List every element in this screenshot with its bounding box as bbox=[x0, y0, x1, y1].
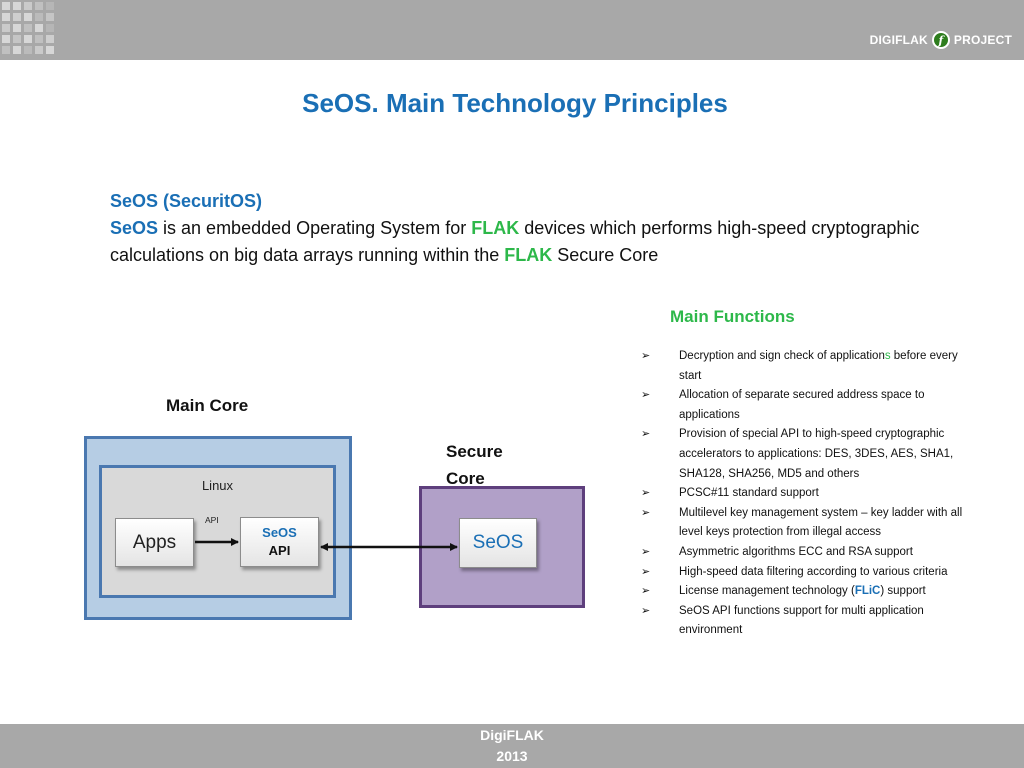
digiflak-logo-icon: f bbox=[931, 31, 950, 49]
apps-node: Apps bbox=[115, 518, 194, 567]
brand-name: DIGIFLAK bbox=[869, 33, 928, 47]
header-bar: DIGIFLAK f PROJECT bbox=[0, 0, 1024, 60]
list-item: ➢Multilevel key management system – key … bbox=[640, 504, 970, 543]
brand-suffix: PROJECT bbox=[953, 33, 1012, 47]
api-label: API bbox=[205, 515, 219, 525]
intro-seos: SeOS bbox=[110, 218, 159, 238]
list-item: ➢License management technology (FLiC) su… bbox=[640, 582, 970, 602]
arrow-bullet-icon: ➢ bbox=[641, 428, 651, 441]
brand-lockup: DIGIFLAK f PROJECT bbox=[870, 31, 1012, 49]
intro-flak: FLAK bbox=[471, 218, 520, 238]
list-item: ➢SeOS API functions support for multi ap… bbox=[640, 602, 970, 641]
linux-label: Linux bbox=[201, 478, 234, 493]
arrow-bullet-icon: ➢ bbox=[641, 604, 651, 617]
seos-label: SeOS bbox=[472, 532, 524, 553]
list-item: ➢Allocation of separate secured address … bbox=[640, 386, 970, 425]
seos-api-node: SeOS API bbox=[240, 517, 319, 567]
list-item: ➢Decryption and sign check of applicatio… bbox=[640, 347, 970, 386]
footer-bar: DigiFLAK 2013 bbox=[0, 724, 1024, 768]
arrow-bullet-icon: ➢ bbox=[641, 585, 651, 598]
logo-squares-decoration bbox=[2, 2, 54, 54]
intro-paragraph: SeOS (SecuritOS) SeOS is an embedded Ope… bbox=[110, 188, 930, 269]
arrow-bullet-icon: ➢ bbox=[641, 487, 651, 500]
arrow-bullet-icon: ➢ bbox=[641, 506, 651, 519]
list-item: ➢PCSC#11 standard support bbox=[640, 484, 970, 504]
intro-text1: is an embedded Operating System for bbox=[158, 218, 472, 238]
list-item: ➢High-speed data filtering according to … bbox=[640, 563, 970, 583]
footer-line1: DigiFLAK bbox=[480, 727, 544, 743]
apps-label: Apps bbox=[132, 531, 177, 553]
list-item: ➢Provision of special API to high-speed … bbox=[640, 425, 970, 484]
seos-node: SeOS bbox=[459, 518, 537, 568]
intro-body: SeOS is an embedded Operating System for… bbox=[110, 215, 930, 269]
main-functions-list: ➢Decryption and sign check of applicatio… bbox=[640, 347, 970, 641]
list-item: ➢Asymmetric algorithms ECC and RSA suppo… bbox=[640, 543, 970, 563]
intro-heading: SeOS (SecuritOS) bbox=[110, 191, 263, 211]
arrow-bullet-icon: ➢ bbox=[641, 350, 651, 362]
seos-api-line2: API bbox=[268, 543, 291, 558]
secure-core-label: Secure Core bbox=[446, 442, 503, 488]
intro-text3: Secure Core bbox=[552, 245, 659, 265]
arrow-bullet-icon: ➢ bbox=[641, 565, 651, 578]
arrow-bullet-icon: ➢ bbox=[641, 389, 651, 402]
main-functions-title: Main Functions bbox=[670, 307, 795, 326]
intro-text2: devices which performs high-speed crypto… bbox=[110, 218, 920, 265]
arrow-bullet-icon: ➢ bbox=[641, 545, 651, 558]
seos-api-line1: SeOS bbox=[262, 525, 297, 540]
footer-line2: 2013 bbox=[496, 748, 528, 764]
intro-flak-2: FLAK bbox=[504, 245, 553, 265]
main-core-label: Main Core bbox=[166, 396, 249, 415]
slide-title: SeOS. Main Technology Principles bbox=[302, 88, 728, 118]
